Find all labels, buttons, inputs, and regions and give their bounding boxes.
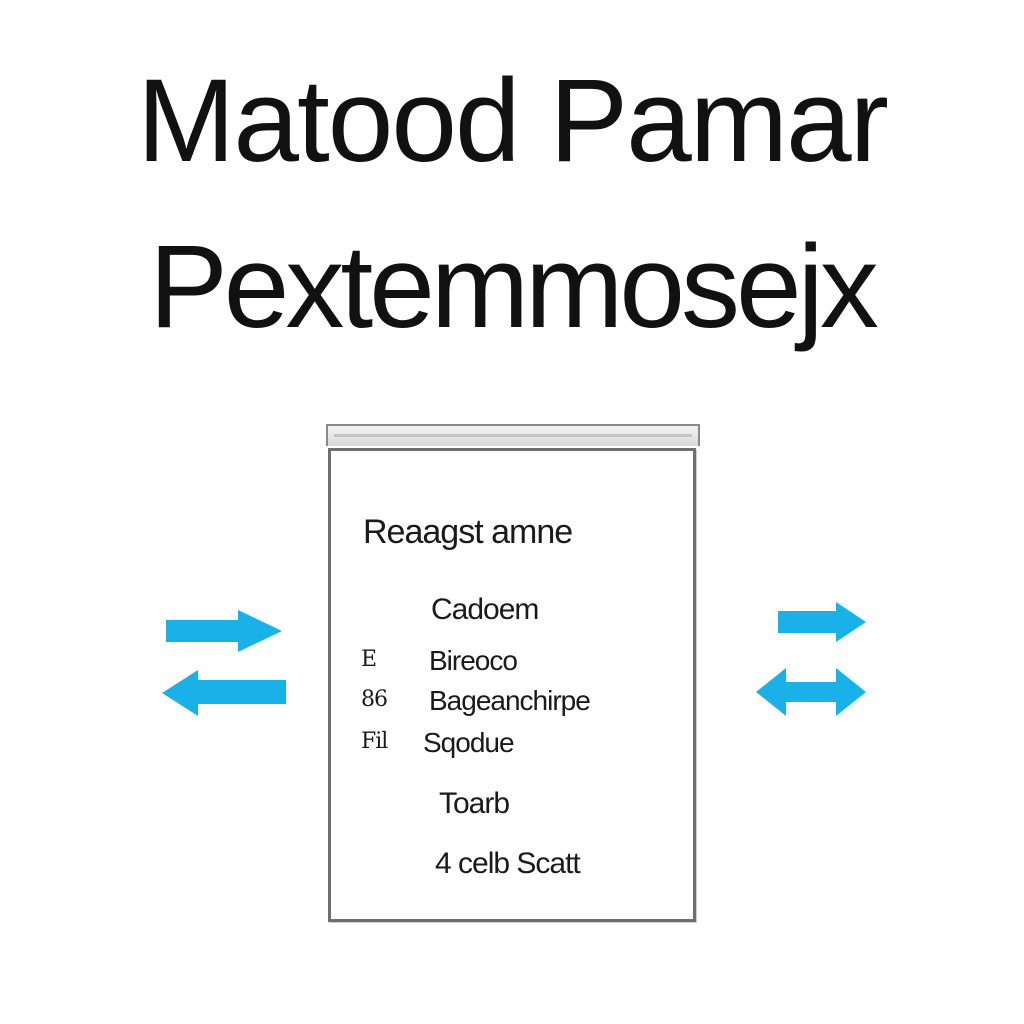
window-title-bar <box>326 424 700 446</box>
list-marker-icon: E <box>361 647 377 672</box>
left-arrow-right-icon <box>166 610 282 652</box>
document-footer: 4 celb Scatt <box>435 847 581 880</box>
list-item: E Bireoco <box>361 645 681 679</box>
right-arrow-left-right-icon <box>756 668 866 716</box>
document-subsection: Toarb <box>439 787 510 820</box>
list-item-label: Bageanchirpe <box>429 685 591 716</box>
title-line-2: Pextemmosejx <box>149 221 879 353</box>
list-item: Fil Sqodue <box>361 727 681 761</box>
document-panel: Reaagst amne Cadoem E Bireoco 86 Bageanc… <box>328 448 696 922</box>
list-item-label: Bireoco <box>429 645 518 676</box>
document-window: Reaagst amne Cadoem E Bireoco 86 Bageanc… <box>326 424 700 924</box>
document-heading: Reaagst amne <box>363 513 573 551</box>
list-item-label: Sqodue <box>423 727 515 758</box>
list-marker-icon: 86 <box>361 687 388 712</box>
document-subheading: Cadoem <box>431 593 539 626</box>
title-line-1: Matood Pamar <box>137 55 889 187</box>
list-marker-icon: Fil <box>361 729 388 754</box>
right-arrow-right-icon <box>778 602 866 642</box>
left-arrow-left-icon <box>162 670 286 716</box>
list-item: 86 Bageanchirpe <box>361 685 681 719</box>
